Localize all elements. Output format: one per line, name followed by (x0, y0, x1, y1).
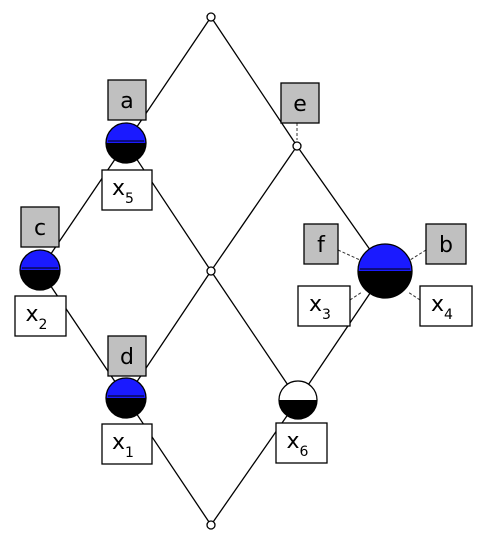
object-label-text: x6 (287, 429, 309, 460)
attribute-label-text: e (293, 92, 307, 117)
object-label-text: x3 (309, 292, 331, 323)
label-leader-lines (296, 123, 427, 301)
attribute-label: c (20, 206, 60, 248)
attribute-label-text: d (120, 345, 134, 370)
lattice-edge (210, 270, 299, 401)
object-label-text: x4 (431, 292, 453, 323)
lattice-edge (125, 270, 212, 399)
object-label: x4 (419, 285, 473, 327)
object-letter: x (431, 292, 444, 317)
attribute-label-text: b (439, 233, 453, 258)
label-leader-line (409, 249, 427, 261)
object-subscript: 1 (125, 445, 134, 461)
object-label: x2 (14, 295, 67, 337)
object-label: x5 (101, 169, 153, 211)
lattice-node (206, 12, 216, 22)
lattice-node (278, 380, 318, 420)
object-subscript: 3 (322, 307, 331, 323)
object-label-text: x1 (112, 430, 134, 461)
attribute-label: b (425, 223, 467, 265)
attribute-label: f (303, 223, 339, 265)
lattice-edges (39, 16, 386, 526)
label-leader-line (407, 291, 421, 301)
object-label: x1 (101, 423, 153, 465)
lattice-node (105, 122, 147, 164)
lattice-node (206, 266, 216, 276)
attribute-label: e (280, 82, 320, 124)
object-subscript: 4 (444, 307, 453, 323)
lattice-node (105, 377, 147, 419)
object-label-text: x2 (26, 302, 48, 333)
lattice-edge (125, 16, 212, 144)
lattice-node (206, 520, 216, 530)
lattice-edge (39, 269, 127, 399)
label-leader-line (337, 249, 361, 261)
lattice-edge (125, 142, 212, 272)
object-subscript: 6 (300, 444, 309, 460)
object-letter: x (309, 292, 322, 317)
lattice-edge (39, 142, 127, 271)
attribute-label-text: a (120, 89, 133, 114)
object-subscript: 2 (39, 317, 48, 333)
attribute-label: a (107, 79, 147, 121)
object-letter: x (112, 176, 125, 201)
lattice-node (292, 141, 302, 151)
lattice-edge (125, 397, 212, 526)
lattice-node (357, 243, 413, 299)
attribute-labels: a e c f b d (20, 79, 467, 377)
attribute-label-text: c (34, 216, 46, 241)
label-leader-line (349, 291, 363, 301)
attribute-label-text: f (317, 233, 326, 258)
lattice-edge (210, 399, 299, 526)
lattice-nodes (19, 12, 413, 530)
object-label-text: x5 (112, 176, 134, 207)
object-letter: x (287, 429, 300, 454)
attribute-label: d (107, 335, 147, 377)
lattice-edge (210, 16, 298, 147)
lattice-node (19, 249, 61, 291)
object-label: x3 (297, 285, 351, 327)
object-subscript: 5 (125, 191, 134, 207)
object-letter: x (26, 302, 39, 327)
lattice-edge (210, 145, 298, 272)
object-label: x6 (275, 422, 328, 464)
object-letter: x (112, 430, 125, 455)
